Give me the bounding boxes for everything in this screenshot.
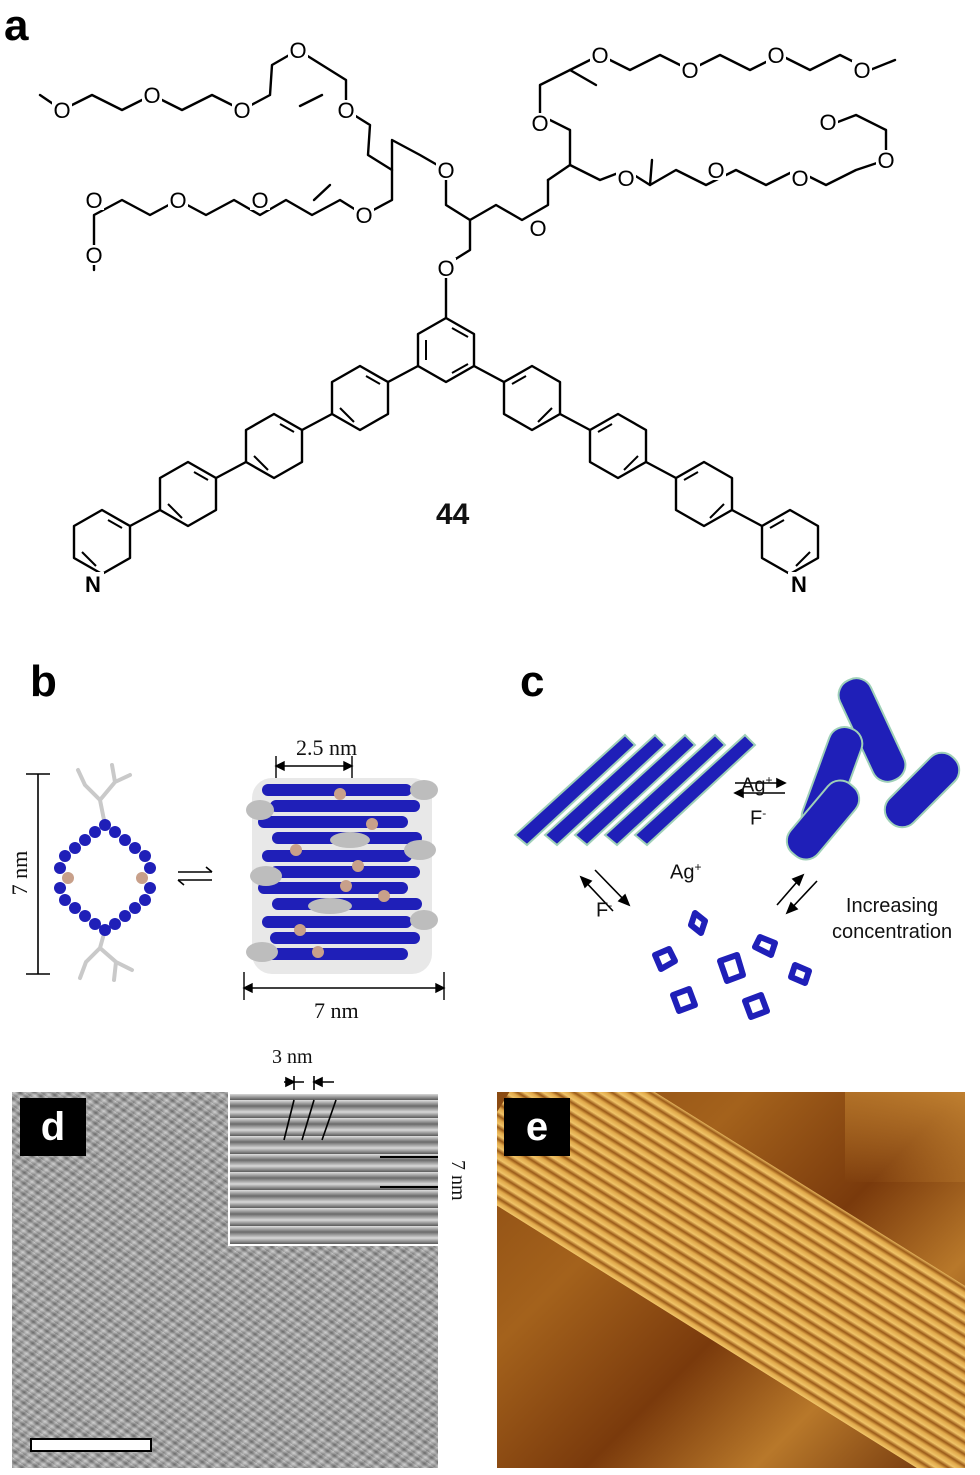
svg-text:O: O bbox=[877, 148, 894, 173]
svg-text:O: O bbox=[853, 58, 870, 83]
svg-text:O: O bbox=[531, 111, 548, 136]
increasing-concentration-label: Increasing concentration bbox=[832, 893, 952, 945]
panel-letter-e: e bbox=[504, 1098, 570, 1156]
svg-text:O: O bbox=[591, 43, 608, 68]
svg-text:O: O bbox=[707, 158, 724, 183]
helical-stack bbox=[246, 778, 438, 974]
svg-text:O: O bbox=[681, 58, 698, 83]
molecular-sheets bbox=[513, 733, 757, 847]
panel-c-diagram bbox=[513, 677, 961, 1020]
equilibrium-arrows-b bbox=[177, 866, 213, 886]
afm-image bbox=[497, 1092, 965, 1468]
panel-letter-c: c bbox=[520, 657, 545, 706]
svg-text:N: N bbox=[791, 572, 807, 597]
svg-text:O: O bbox=[85, 188, 102, 213]
side-chains-top bbox=[76, 763, 134, 982]
svg-text:O: O bbox=[529, 216, 546, 241]
svg-text:O: O bbox=[85, 243, 102, 268]
concentration-line-2: concentration bbox=[832, 921, 953, 943]
oxygen-atom-labels: O O O O O O O O O O O O O O O O O O O O … bbox=[52, 38, 896, 281]
svg-text:O: O bbox=[251, 188, 268, 213]
svg-text:O: O bbox=[437, 158, 454, 183]
dimension-label-7nm-bottom: 7 nm bbox=[314, 998, 359, 1023]
ag-plus-label-top: Ag+ bbox=[741, 773, 773, 797]
compound-number: 44 bbox=[436, 498, 470, 531]
dispersed-complexes bbox=[652, 910, 812, 1020]
panel-letter-a: a bbox=[4, 1, 29, 50]
f-minus-label-top: F- bbox=[750, 806, 767, 830]
nanotubes bbox=[785, 677, 961, 861]
tem-inset bbox=[228, 1092, 438, 1246]
inset-3nm-marker bbox=[283, 1076, 337, 1141]
svg-text:O: O bbox=[143, 83, 160, 108]
svg-text:O: O bbox=[767, 43, 784, 68]
svg-text:O: O bbox=[289, 38, 306, 63]
inset-7nm-label: 7 nm bbox=[447, 1160, 469, 1201]
svg-text:O: O bbox=[819, 110, 836, 135]
svg-text:O: O bbox=[355, 203, 372, 228]
panel-letter-d: d bbox=[20, 1098, 86, 1156]
scale-bar bbox=[30, 1438, 152, 1452]
dimension-label-7nm-vertical: 7 nm bbox=[7, 850, 32, 896]
panel-letter-b: b bbox=[30, 657, 57, 706]
svg-text:O: O bbox=[233, 98, 250, 123]
dimension-label-2-5nm: 2.5 nm bbox=[296, 735, 358, 760]
chemical-structure-44: O O O O O O O O O O O O O O O O O O O O … bbox=[38, 38, 897, 597]
concentration-line-1: Increasing bbox=[845, 895, 939, 917]
f-minus-label-left: F- bbox=[596, 898, 613, 922]
nitrogen-atom-labels: N N bbox=[82, 572, 810, 597]
inset-3nm-label: 3 nm bbox=[272, 1046, 313, 1068]
molecular-rhombus bbox=[54, 819, 156, 936]
svg-text:N: N bbox=[85, 572, 101, 597]
silver-ions bbox=[62, 872, 148, 884]
svg-text:O: O bbox=[53, 98, 70, 123]
svg-text:O: O bbox=[791, 166, 808, 191]
svg-text:O: O bbox=[169, 188, 186, 213]
svg-text:O: O bbox=[617, 166, 634, 191]
ag-plus-label-left: Ag+ bbox=[670, 860, 702, 884]
panel-b-diagram bbox=[26, 756, 446, 1000]
svg-text:O: O bbox=[337, 98, 354, 123]
svg-text:O: O bbox=[437, 256, 454, 281]
